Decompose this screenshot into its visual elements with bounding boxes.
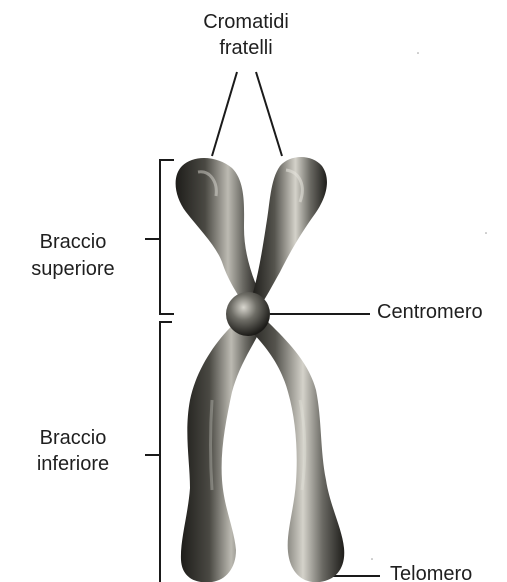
lower-arm-bracket bbox=[160, 322, 172, 582]
lower-arm-label-line1: Braccio bbox=[40, 427, 107, 449]
upper-left-chromatid bbox=[176, 158, 260, 304]
lower-arm-label-line2: inferiore bbox=[37, 453, 109, 475]
sister-chromatids-label-line1: Cromatidi bbox=[203, 11, 289, 33]
centromere-label: Centromero bbox=[377, 301, 483, 323]
centromere bbox=[226, 292, 270, 336]
lower-left-chromatid bbox=[181, 322, 262, 582]
sister-chromatid-pointer-left bbox=[212, 72, 237, 156]
upper-right-chromatid bbox=[252, 157, 327, 306]
upper-arm-label-line2: superiore bbox=[31, 258, 114, 280]
upper-arm-bracket bbox=[160, 160, 174, 314]
chromosome bbox=[176, 157, 345, 582]
sister-chromatids-label-line2: fratelli bbox=[219, 37, 272, 59]
upper-arm-label-line1: Braccio bbox=[40, 231, 107, 253]
telomere-label: Telomero bbox=[390, 563, 472, 582]
lower-right-chromatid bbox=[246, 320, 344, 582]
sister-chromatid-pointer-right bbox=[256, 72, 282, 156]
